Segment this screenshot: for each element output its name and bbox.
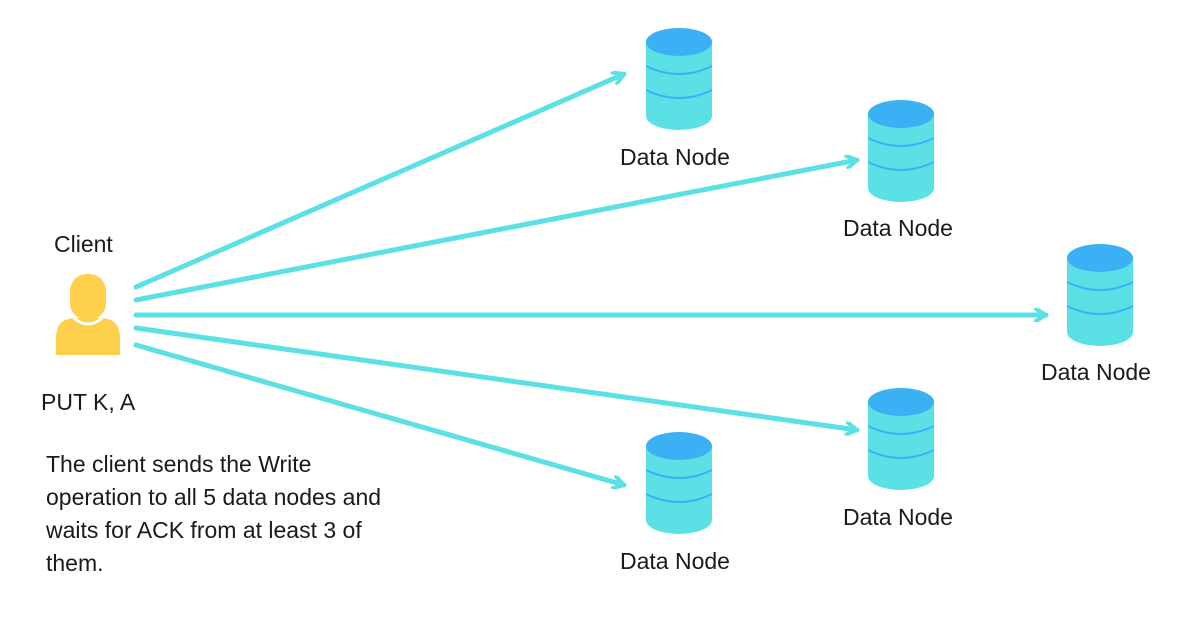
node-label-1: Data Node (620, 144, 730, 170)
arrow-to-node-1 (133, 74, 627, 290)
node-label-5: Data Node (620, 548, 730, 574)
database-icon (645, 28, 713, 130)
node-label-2: Data Node (843, 215, 953, 241)
client-command: PUT K, A (41, 389, 136, 415)
database-icon (1066, 244, 1134, 346)
node-label-4: Data Node (843, 504, 953, 530)
client-label: Client (54, 231, 113, 257)
person-icon (56, 274, 120, 355)
arrow-to-node-2 (133, 160, 860, 303)
write-arrows (133, 74, 1049, 485)
database-icon (867, 100, 935, 202)
database-icon (645, 432, 713, 534)
client-description: The client sends the Write operation to … (46, 451, 382, 576)
node-label-3: Data Node (1041, 359, 1151, 385)
database-icon (867, 388, 935, 490)
arrow-to-node-4 (133, 325, 860, 430)
arrow-to-node-5 (133, 342, 627, 485)
